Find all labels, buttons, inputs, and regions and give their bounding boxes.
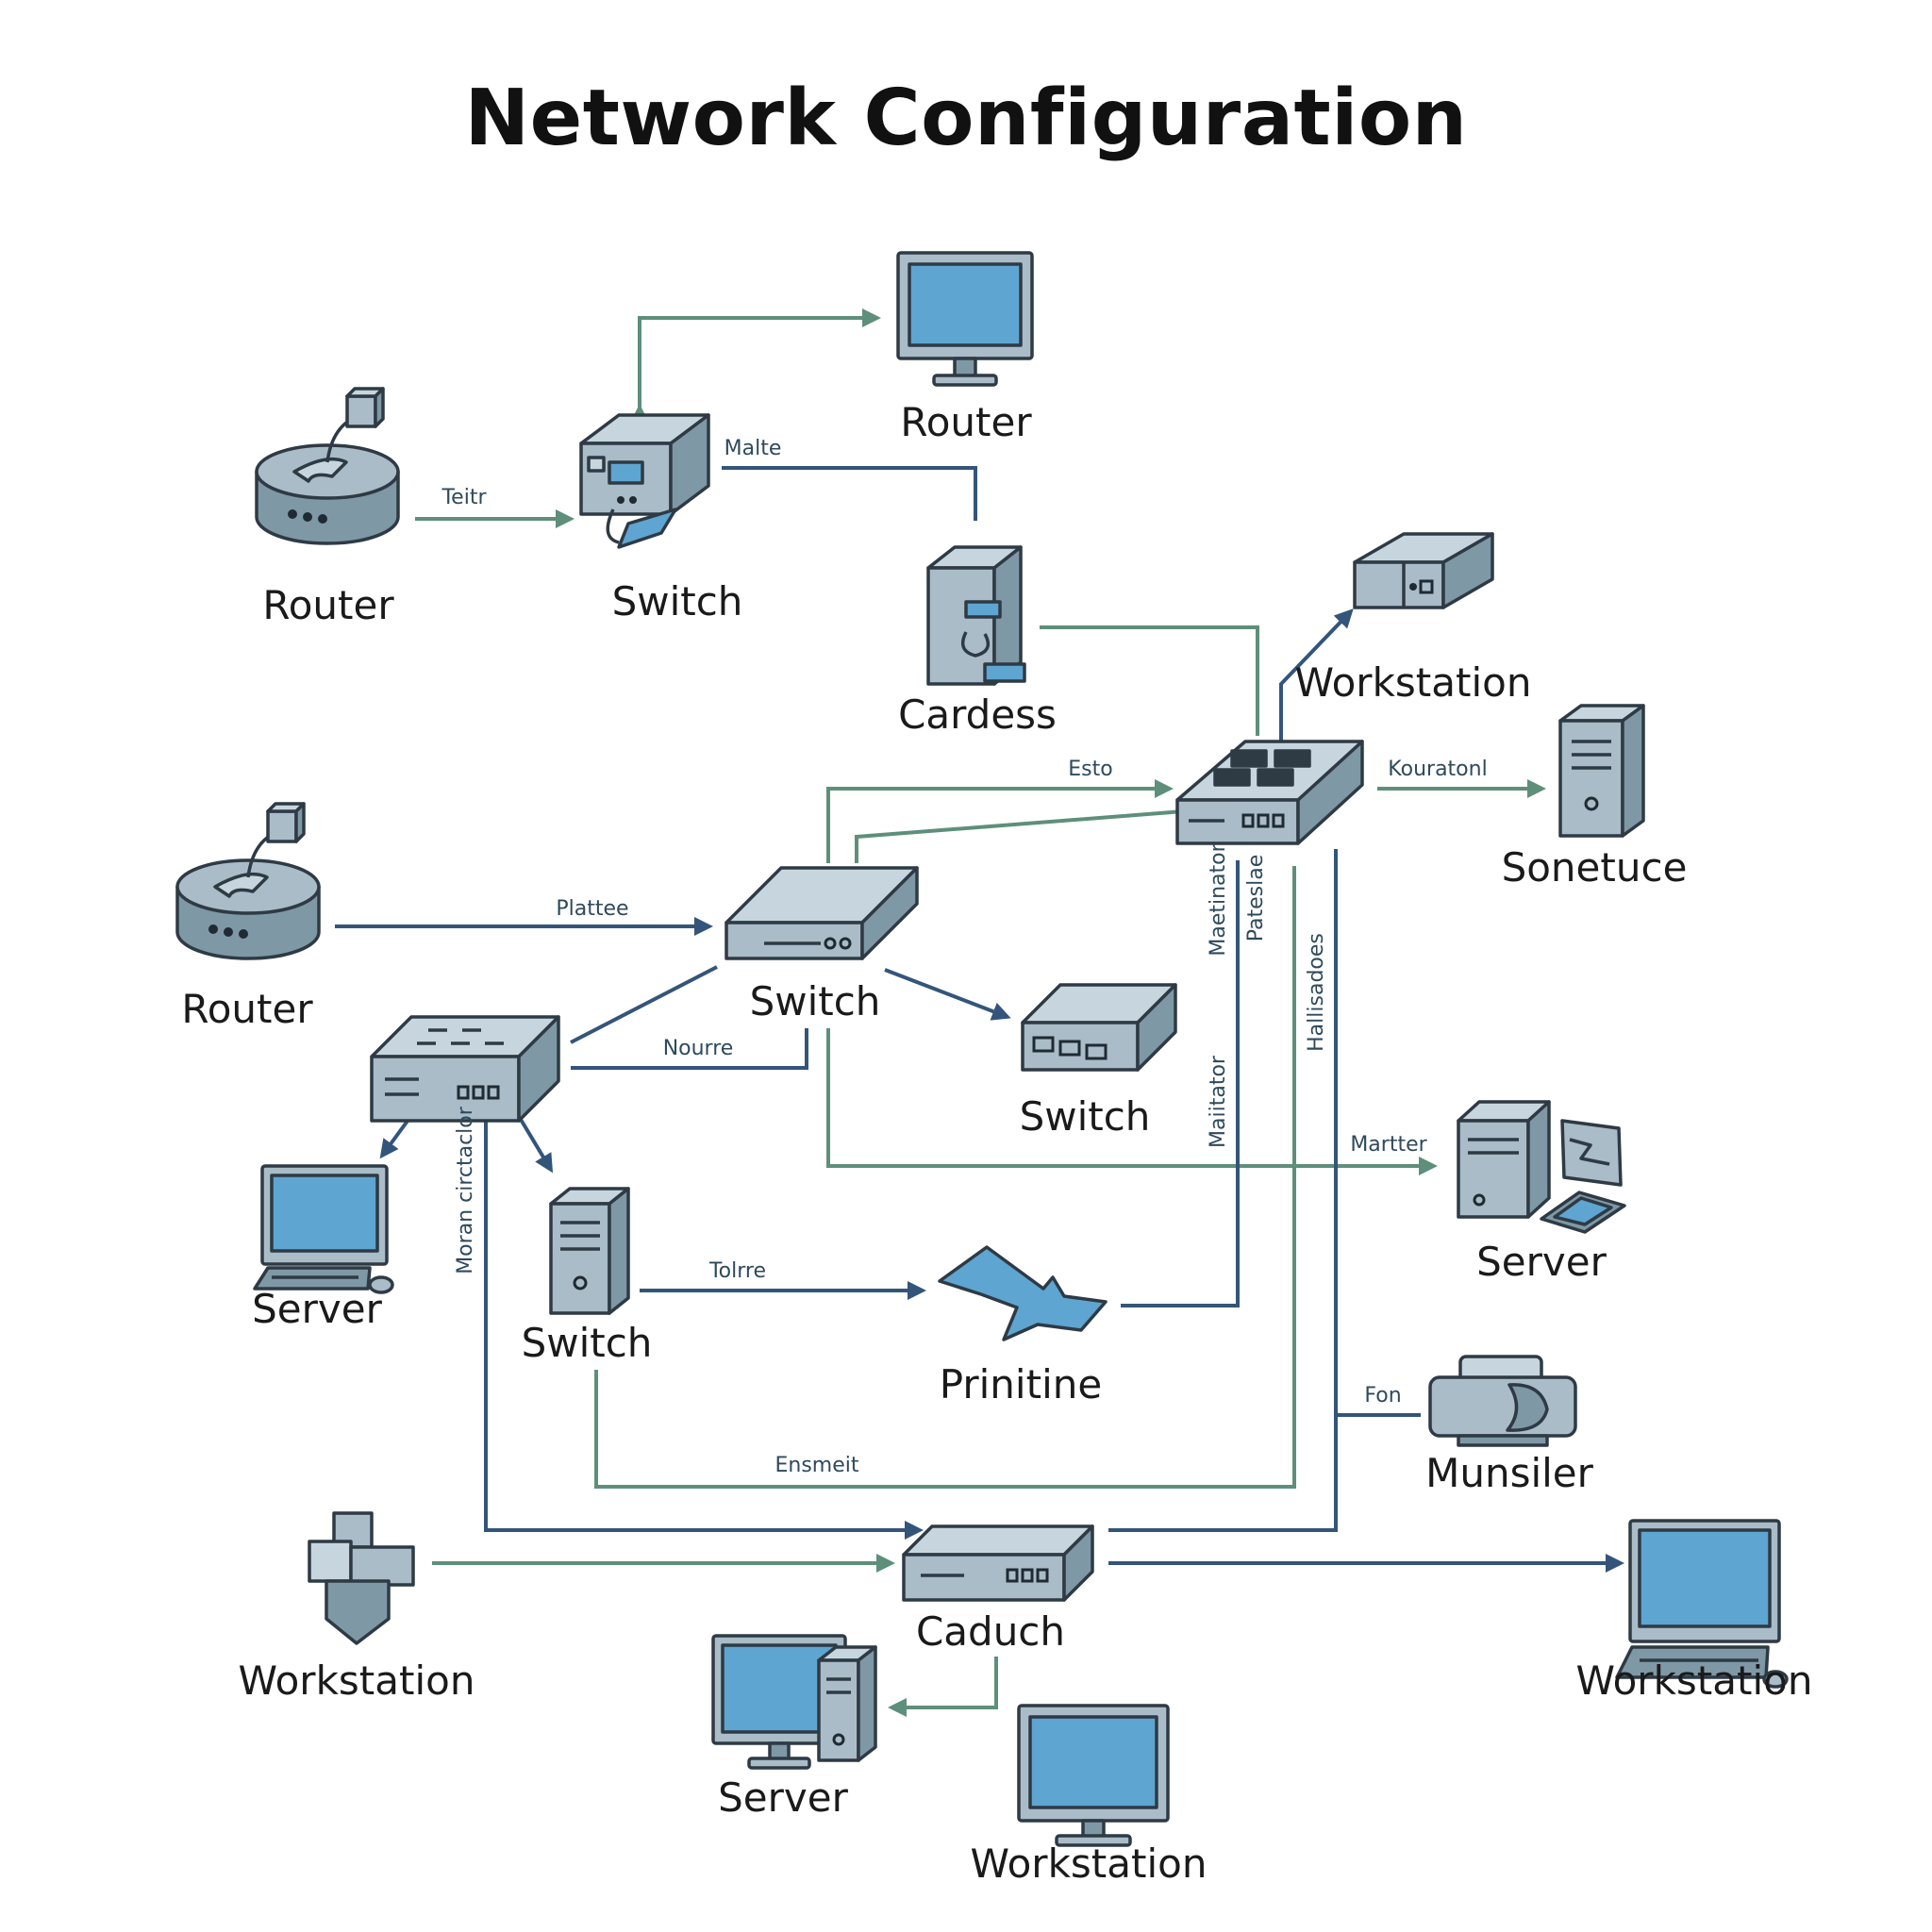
server-left-desktop-icon[interactable] xyxy=(253,1164,394,1294)
node-label-switch-small: Switch xyxy=(1020,1093,1151,1140)
node-label-munsiler: Munsiler xyxy=(1425,1450,1594,1496)
edge-label-esto: Esto xyxy=(1068,758,1112,781)
node-label-sonetuce: Sonetuce xyxy=(1502,844,1688,891)
edge-label-maiitator: Maiitator xyxy=(1207,1055,1230,1148)
node-label-cardess: Cardess xyxy=(898,691,1057,738)
edge-switch-top-to-cardess xyxy=(722,466,977,521)
node-label-server-right: Server xyxy=(1476,1239,1607,1285)
edge-hub-to-workstation-ur xyxy=(1272,608,1354,756)
monitor-icon[interactable] xyxy=(896,251,1034,387)
edge-label-kouratonl: Kouratonl xyxy=(1388,758,1487,781)
edge-label-plattee: Plattee xyxy=(556,897,628,921)
edge-label-maetinator: Maetinator xyxy=(1207,842,1230,956)
node-label-router-top: Router xyxy=(900,399,1032,445)
edge-switch-center-to-switch-small xyxy=(884,968,1011,1021)
switch-center-icon[interactable] xyxy=(724,866,919,960)
node-label-server-left: Server xyxy=(252,1286,382,1332)
connection-lines xyxy=(335,308,1624,1717)
switch-device-icon[interactable] xyxy=(579,413,710,549)
edge-labels: Teitr Malte Plattee Nourre Esto Kouraton… xyxy=(441,437,1487,1477)
server-bottom-icon[interactable] xyxy=(711,1634,877,1770)
device-labels: Router Switch Router Cardess Workstation… xyxy=(181,399,1812,1887)
node-label-workstation-bottom: Workstation xyxy=(971,1840,1208,1887)
node-label-caduch: Caduch xyxy=(916,1608,1065,1655)
edge-switch-center-to-rack xyxy=(570,965,718,1044)
edge-label-hallisadoes: Hallisadoes xyxy=(1305,933,1328,1052)
edge-rack-to-nourre xyxy=(571,1028,808,1070)
edge-label-fon: Fon xyxy=(1364,1384,1401,1407)
node-label-prinitine: Prinitine xyxy=(940,1361,1102,1407)
node-label-workstation-right: Workstation xyxy=(1576,1657,1813,1704)
rack-switch-icon[interactable] xyxy=(370,1015,560,1123)
edge-label-malte: Malte xyxy=(724,437,782,460)
edge-label-nourre: Nourre xyxy=(663,1037,734,1060)
workstation-right-icon[interactable] xyxy=(1615,1519,1789,1689)
workstation-left-icon[interactable] xyxy=(308,1511,415,1645)
edge-switch-top-to-monitor xyxy=(630,308,881,423)
edge-rack-to-switch-tower xyxy=(515,1111,554,1174)
edge-rack-to-caduch xyxy=(484,1115,924,1540)
node-label-server-bottom: Server xyxy=(718,1774,848,1821)
node-label-workstation-left: Workstation xyxy=(239,1657,475,1704)
edge-label-pateslae: Pateslae xyxy=(1244,855,1268,942)
workstation-block-icon[interactable] xyxy=(1353,532,1494,609)
caduch-switch-icon[interactable] xyxy=(902,1524,1094,1602)
router-icon-mid[interactable] xyxy=(175,802,321,960)
edge-cardess-to-hub xyxy=(1040,625,1259,736)
node-label-workstation-upper-right: Workstation xyxy=(1295,659,1532,706)
central-hub-icon[interactable] xyxy=(1175,740,1364,845)
munsiler-printer-icon[interactable] xyxy=(1428,1355,1577,1447)
router-icon[interactable] xyxy=(255,387,400,545)
edge-switch-center-to-hub xyxy=(826,779,1174,863)
sonetuce-tower-icon[interactable] xyxy=(1558,704,1645,838)
node-label-switch-tower: Switch xyxy=(522,1320,653,1366)
edge-label-teitr: Teitr xyxy=(441,486,487,509)
edge-label-ensmeit: Ensmeit xyxy=(774,1454,858,1477)
edge-label-martter: Martter xyxy=(1350,1133,1427,1157)
edge-label-tolrre: Tolrre xyxy=(708,1259,766,1283)
edge-label-moran-circtaclor: Moran circtaclor xyxy=(454,1106,477,1274)
diagram-title: Network Configuration xyxy=(464,74,1468,163)
server-right-icon[interactable] xyxy=(1457,1100,1626,1234)
node-label-router-mid: Router xyxy=(181,986,313,1032)
prinitine-icon[interactable] xyxy=(938,1245,1108,1341)
switch-tower-icon[interactable] xyxy=(549,1187,630,1315)
edge-hub-to-caduch xyxy=(1108,849,1338,1532)
edge-switch-center-to-server-right xyxy=(826,1028,1438,1175)
edge-switch-center-to-hub-2 xyxy=(855,809,1185,863)
edge-prinitine-to-hub xyxy=(1121,860,1240,1307)
cardess-server-icon[interactable] xyxy=(926,545,1026,686)
switch-small-icon[interactable] xyxy=(1021,983,1177,1072)
workstation-bottom-icon[interactable] xyxy=(1017,1704,1170,1847)
node-label-switch-top: Switch xyxy=(612,578,743,625)
edge-hub-to-ensmeit xyxy=(594,866,1296,1489)
edge-caduch-to-server-bottom xyxy=(888,1657,998,1717)
node-label-router-left-top: Router xyxy=(262,582,394,628)
node-label-switch-center: Switch xyxy=(750,978,881,1024)
